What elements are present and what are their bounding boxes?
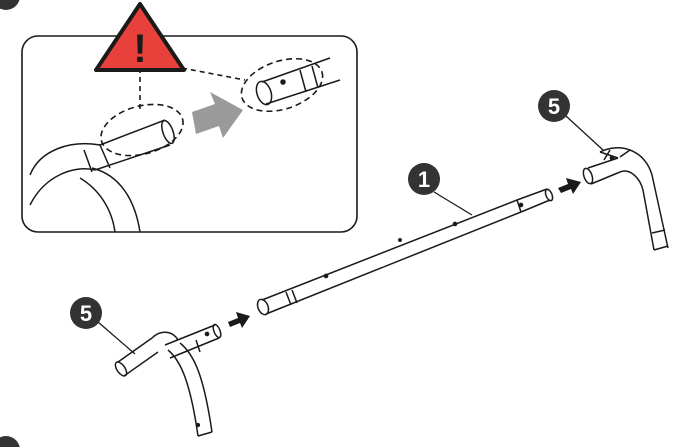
arrow-right-connection	[558, 178, 581, 194]
inset-dashed-highlight-left	[100, 103, 184, 157]
callout-1-label: 1	[418, 167, 430, 192]
inset-bracket	[29, 119, 175, 233]
warning-leader-right	[181, 67, 246, 81]
step-circle-top	[0, 0, 20, 10]
long-tube	[256, 188, 554, 316]
callout-5-left-badge: 5	[70, 297, 102, 329]
arrow-left-connection	[228, 312, 250, 328]
inset-tube-end	[255, 57, 341, 106]
callout-5-right-badge: 5	[538, 90, 570, 122]
callout-5-right-leader	[565, 115, 604, 151]
callout-1-leader	[433, 191, 473, 216]
warning-triangle-icon: !	[94, 2, 186, 72]
inset-dashed-highlight-right	[240, 57, 324, 113]
left-bracket	[114, 323, 222, 437]
callout-5-left-label: 5	[80, 301, 92, 326]
callout-5-right-label: 5	[548, 94, 560, 119]
right-bracket	[582, 147, 669, 251]
callout-1-badge: 1	[408, 163, 440, 195]
detail-inset	[21, 35, 358, 233]
callout-5-left-leader	[97, 321, 136, 355]
step-circle-bottom	[0, 436, 20, 447]
warning-symbol: !	[133, 27, 146, 71]
inset-arrow	[192, 92, 243, 138]
